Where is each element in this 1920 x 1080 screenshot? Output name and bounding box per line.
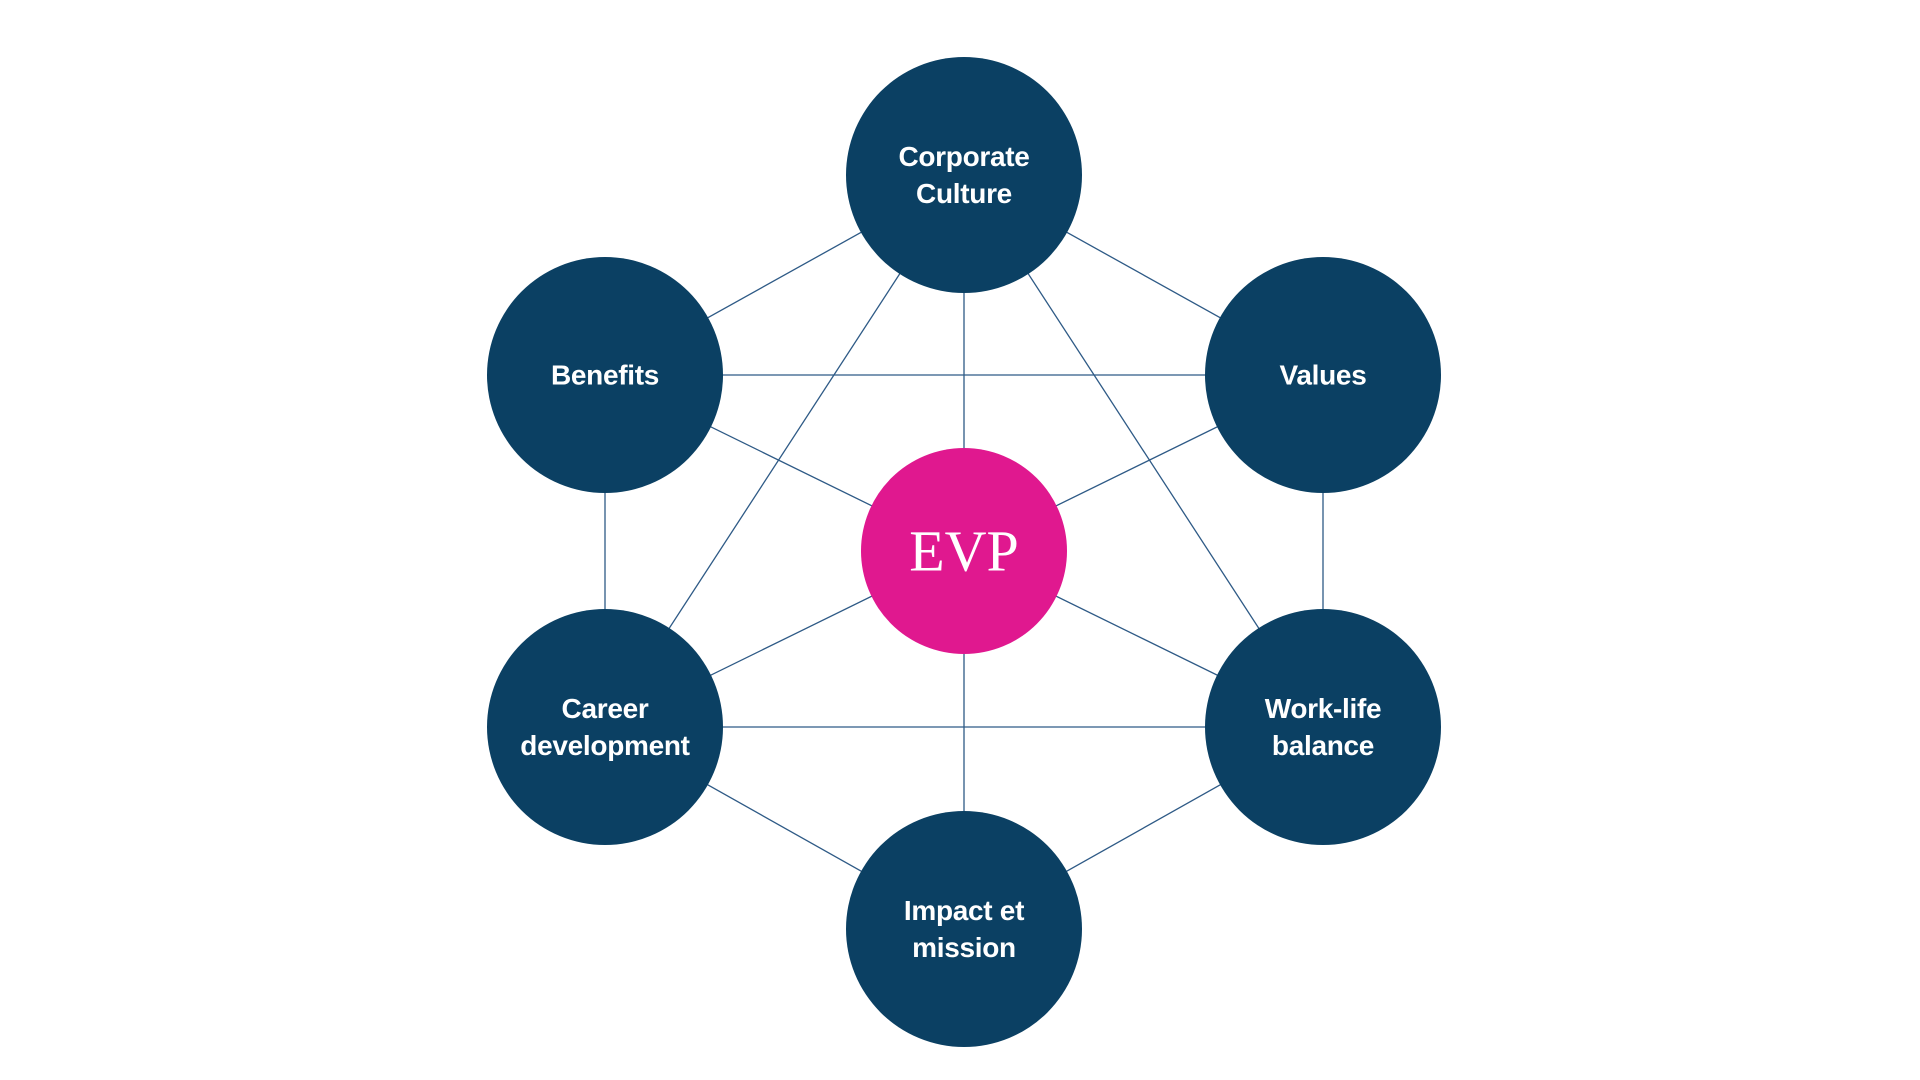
node-label-work-life-balance-line-2: balance	[1272, 730, 1374, 761]
node-values: Values	[1205, 257, 1441, 493]
node-work-life-balance: Work-life balance	[1205, 609, 1441, 845]
node-circle-impact-mission	[846, 811, 1082, 1047]
node-label-career-development-line-2: development	[520, 730, 689, 761]
center-node: EVP	[861, 448, 1067, 654]
node-circle-work-life-balance	[1205, 609, 1441, 845]
node-label-corporate-culture-line-2: Culture	[916, 178, 1012, 209]
evp-center-circle	[861, 448, 1067, 654]
node-label-values-line-1: Values	[1280, 360, 1367, 391]
node-label-corporate-culture-line-1: Corporate	[898, 141, 1029, 172]
node-circle-career-development	[487, 609, 723, 845]
node-label-work-life-balance-line-1: Work-life	[1265, 693, 1382, 724]
node-label-impact-mission-line-2: mission	[912, 932, 1016, 963]
node-circle-corporate-culture	[846, 57, 1082, 293]
node-impact-mission: Impact et mission	[846, 811, 1082, 1047]
node-circle-values	[1205, 257, 1441, 493]
node-career-development: Career development	[487, 609, 723, 845]
node-label-benefits-line-1: Benefits	[551, 360, 659, 391]
node-label-career-development-line-1: Career	[562, 693, 649, 724]
evp-center-label: EVP	[909, 519, 1019, 584]
node-circle-benefits	[487, 257, 723, 493]
node-benefits: Benefits	[487, 257, 723, 493]
node-label-impact-mission-line-1: Impact et	[904, 895, 1024, 926]
